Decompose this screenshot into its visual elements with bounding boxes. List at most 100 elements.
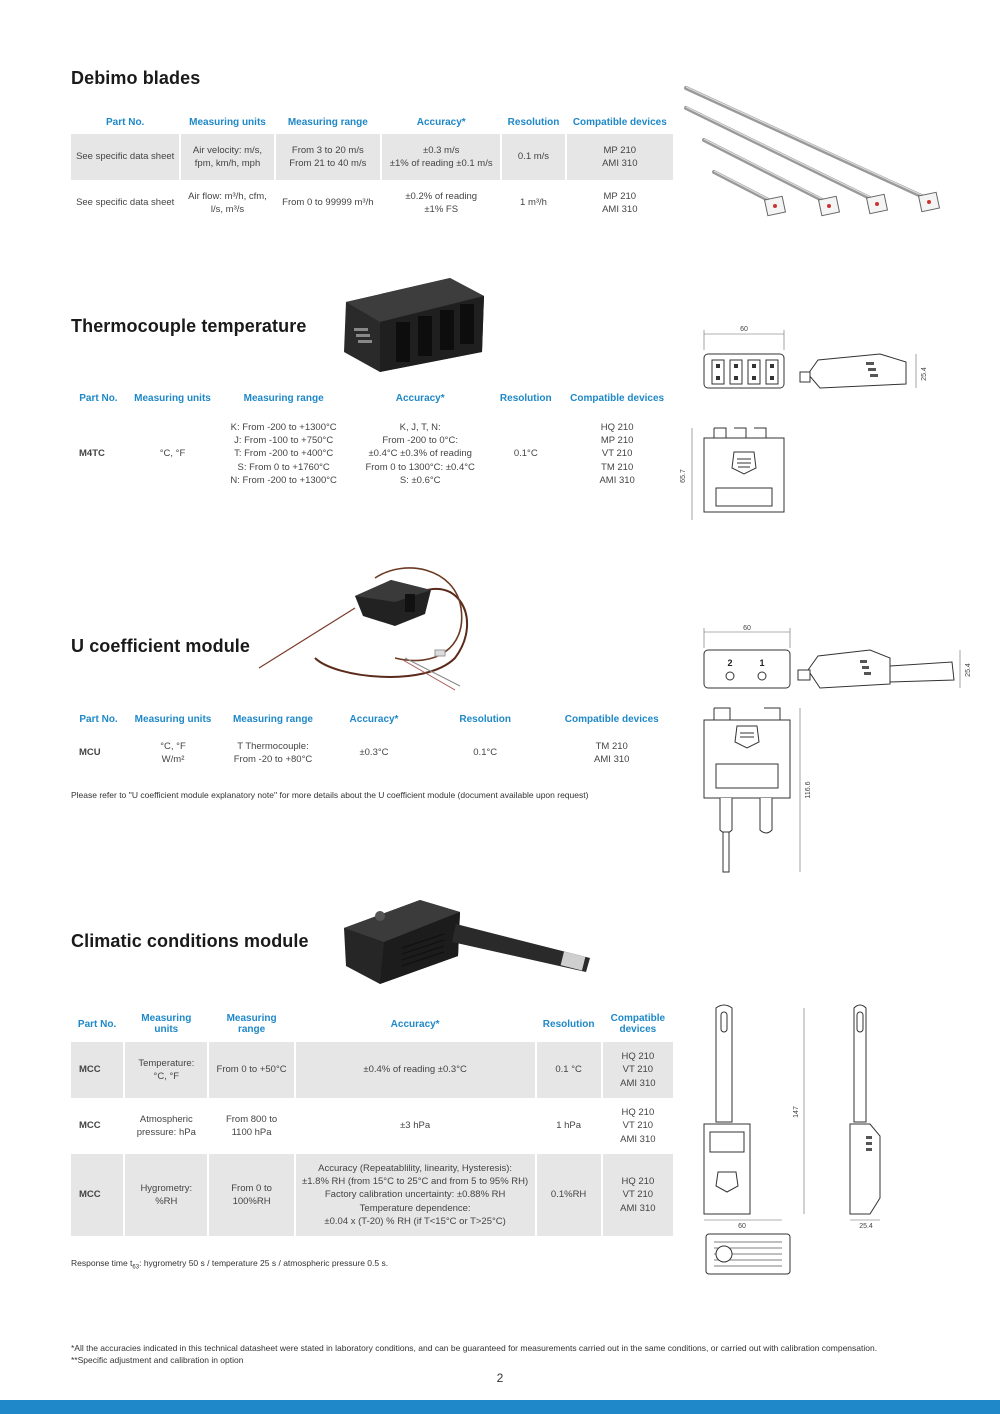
- table-cell: °C, °F W/m²: [160, 740, 186, 765]
- thermocouple-table: Part No. Measuring units Measuring range Ac…: [69, 386, 675, 498]
- column-header: Compatible devices: [610, 1013, 666, 1035]
- section-title-thermocouple: Thermocouple temperature: [71, 316, 307, 336]
- port-2-label: 2: [727, 658, 732, 668]
- table-cell: From 3 to 20 m/s From 21 to 40 m/s: [275, 134, 380, 180]
- table-cell: 0.1°C: [513, 448, 538, 460]
- table-cell: ±3 hPa: [400, 1120, 431, 1132]
- table-cell: Hygrometry: %RH: [125, 1154, 208, 1236]
- section-title-climatic: Climatic conditions module: [71, 931, 309, 951]
- column-header: Resolution: [459, 713, 512, 725]
- table-cell: Atmospheric pressure: hPa: [136, 1113, 196, 1138]
- table-cell: K: From -200 to +1300°C J: From -100 to …: [230, 421, 337, 486]
- table-cell: HQ 210 VT 210 AMI 310: [602, 1154, 673, 1236]
- column-header: Measuring units: [134, 392, 211, 404]
- table-row: MCU °C, °F W/m² T Thermocouple: From -20 t…: [71, 730, 673, 776]
- table-cell: From 800 to 1100 hPa: [225, 1113, 278, 1138]
- column-header: Measuring range: [232, 713, 313, 725]
- table-cell: From 0 to +50°C: [209, 1042, 294, 1098]
- column-header: Measuring units: [134, 713, 212, 725]
- column-header: Part No.: [79, 713, 118, 725]
- ucoef-dim-depth-label: 116.6: [805, 781, 812, 798]
- table-cell: 1 hPa: [556, 1120, 582, 1132]
- thermocouple-technical-drawing: 60 25.4 65.7: [680, 326, 928, 520]
- table-cell: From 0 to 99999 m³/h: [282, 197, 374, 209]
- column-header: Resolution: [507, 116, 560, 128]
- column-header: Part No.: [77, 1018, 117, 1030]
- port-1-label: 1: [759, 658, 764, 668]
- table-cell: See specific data sheet: [76, 197, 175, 209]
- column-header: Part No.: [106, 116, 145, 128]
- table-cell: ±0.3°C: [359, 747, 389, 759]
- table-row: See specific data sheet Air flow: m³/h, c…: [71, 180, 673, 226]
- table-cell: ±0.3 m/s ±1% of reading ±0.1 m/s: [382, 134, 501, 180]
- debimo-blades-image: [684, 86, 941, 217]
- table-cell: HQ 210 VT 210 AMI 310: [620, 1107, 656, 1145]
- table-cell: ±0.4% of reading ±0.3°C: [295, 1042, 535, 1098]
- climatic-dim-depth-label: 25.4: [859, 1223, 873, 1230]
- table-cell: Air flow: m³/h, cfm, l/s, m³/s: [188, 190, 267, 215]
- column-header: Measuring range: [287, 116, 368, 128]
- table-cell: From 0 to 100%RH: [209, 1154, 294, 1236]
- footer-accent-bar: [0, 1400, 1000, 1414]
- table-cell: T Thermocouple: From -20 to +80°C: [233, 740, 313, 765]
- table-cell: MCC: [71, 1154, 124, 1236]
- table-cell: ±0.2% of reading ±1% FS: [405, 190, 478, 215]
- dim-height-label: 25.4: [921, 367, 928, 381]
- dim-width-label: 60: [740, 326, 748, 333]
- ucoef-dim-width-label: 60: [743, 625, 751, 632]
- column-header: Accuracy*: [390, 1018, 440, 1030]
- table-cell: MCU: [79, 747, 101, 759]
- page-number: 2: [496, 1371, 504, 1385]
- column-header: Accuracy*: [416, 116, 466, 128]
- column-header: Part No.: [79, 392, 118, 404]
- table-cell: Air velocity: m/s, fpm, km/h, mph: [181, 134, 274, 180]
- table-cell: See specific data sheet: [71, 134, 180, 180]
- column-header: Measuring units: [141, 1013, 192, 1035]
- ucoef-table: Part No. Measuring units Measuring range Ac…: [69, 708, 675, 776]
- climatic-dim-width-label: 60: [738, 1223, 746, 1230]
- table-row: MCC Atmospheric pressure: hPa From 800 to …: [71, 1098, 673, 1154]
- thermocouple-module-image: [344, 278, 484, 372]
- table-cell: HQ 210 VT 210 AMI 310: [602, 1042, 673, 1098]
- climatic-technical-drawing: 60 147 25.4: [703, 1004, 881, 1275]
- ucoef-note: Please refer to ''U coefficient module e…: [71, 790, 589, 800]
- climatic-response-time: Response time t63: hygrometry 50 s / tem…: [71, 1258, 389, 1271]
- ucoef-dim-height-label: 25.4: [965, 663, 972, 677]
- table-cell: MCC: [71, 1042, 124, 1098]
- column-header: Resolution: [499, 392, 552, 404]
- column-header: Measuring range: [226, 1013, 277, 1035]
- table-cell: TM 210 AMI 310: [594, 740, 630, 765]
- column-header: Resolution: [542, 1018, 595, 1030]
- table-header-row: Part No. Measuring units Measuring range Ac…: [71, 386, 673, 410]
- column-header: Accuracy*: [349, 713, 399, 725]
- table-cell: Accuracy (Repeatablility, linearity, Hys…: [295, 1154, 535, 1236]
- column-header: Measuring range: [243, 392, 324, 404]
- column-header: Accuracy*: [395, 392, 445, 404]
- table-cell: K, J, T, N: From -200 to 0°C: ±0.4°C ±0.…: [365, 421, 475, 486]
- table-header-row: Part No. Measuring units Measuring range Ac…: [71, 1006, 673, 1042]
- table-cell: MP 210 AMI 310: [602, 190, 638, 215]
- section-title-debimo: Debimo blades: [71, 68, 201, 88]
- u-coefficient-technical-drawing: 60 2 1 25.4 116.6: [703, 625, 972, 873]
- dim-depth-label: 65.7: [680, 469, 687, 483]
- column-header: Compatible devices: [570, 392, 665, 404]
- table-cell: °C, °F: [159, 448, 186, 460]
- table-cell: Temperature: °C, °F: [125, 1042, 208, 1098]
- table-cell: 0.1 °C: [536, 1042, 601, 1098]
- u-coefficient-module-image: [258, 567, 468, 691]
- table-cell: 0.1°C: [473, 747, 498, 759]
- section-title-ucoef: U coefficient module: [71, 636, 251, 656]
- table-cell: 0.1%RH: [536, 1154, 601, 1236]
- column-header: Compatible devices: [564, 713, 659, 725]
- table-cell: 0.1 m/s: [502, 134, 565, 180]
- table-header-row: Part No. Measuring units Measuring range Ac…: [71, 708, 673, 730]
- column-header: Compatible devices: [572, 116, 667, 128]
- climatic-dim-height-label: 147: [793, 1106, 800, 1118]
- table-cell: MCC: [79, 1120, 101, 1132]
